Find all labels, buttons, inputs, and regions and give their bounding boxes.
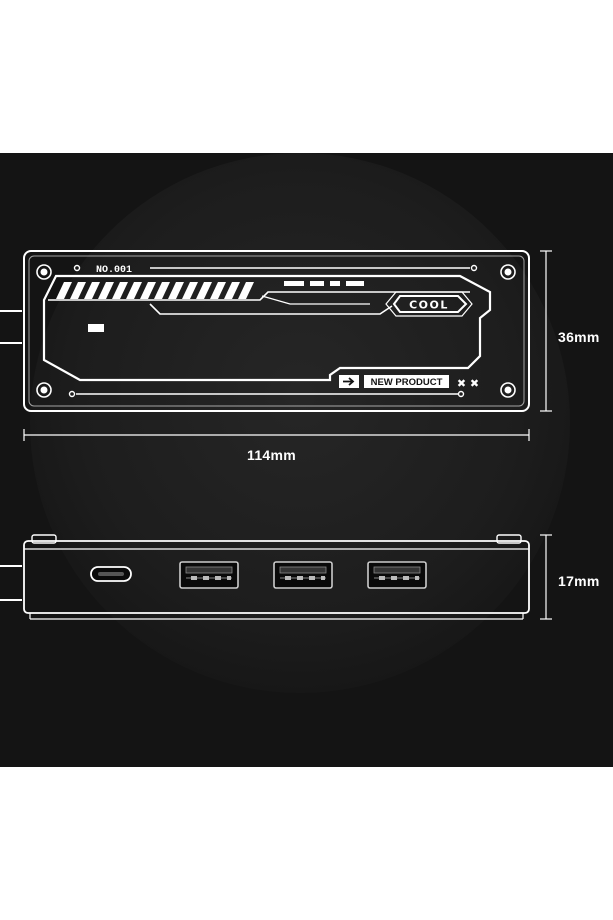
height-label-side: 17mm bbox=[558, 573, 600, 589]
screen-frame bbox=[42, 274, 492, 382]
usb-c-port bbox=[90, 566, 132, 582]
new-product-text: NEW PRODUCT bbox=[371, 377, 443, 388]
height-dimension-line-side bbox=[540, 534, 552, 620]
width-label: 114mm bbox=[247, 447, 296, 463]
height-label-top: 36mm bbox=[558, 329, 600, 345]
usb-a-port bbox=[367, 561, 427, 589]
height-dimension-line-top bbox=[540, 250, 552, 412]
cool-badge bbox=[385, 291, 473, 317]
width-dimension-line bbox=[23, 429, 530, 441]
hatch-stripes bbox=[56, 282, 254, 299]
side-view bbox=[0, 534, 530, 620]
close-marks-icon: ✖ ✖ bbox=[457, 377, 479, 390]
arrow-right-icon bbox=[343, 377, 355, 386]
new-product-tag bbox=[339, 375, 449, 388]
diagram-background bbox=[0, 153, 613, 767]
cable-stub bbox=[0, 565, 22, 601]
cable-stub bbox=[0, 310, 22, 344]
usb-a-port bbox=[273, 561, 333, 589]
side-body-outline bbox=[23, 540, 530, 614]
usb-a-port bbox=[179, 561, 239, 589]
top-body-outline bbox=[23, 250, 530, 412]
serial-label: NO.001 bbox=[96, 265, 132, 276]
cool-badge-text: COOL bbox=[409, 299, 449, 312]
top-view bbox=[0, 250, 530, 412]
indicator-led bbox=[88, 324, 104, 332]
background-glow bbox=[30, 153, 570, 693]
screw-icon bbox=[36, 264, 516, 398]
